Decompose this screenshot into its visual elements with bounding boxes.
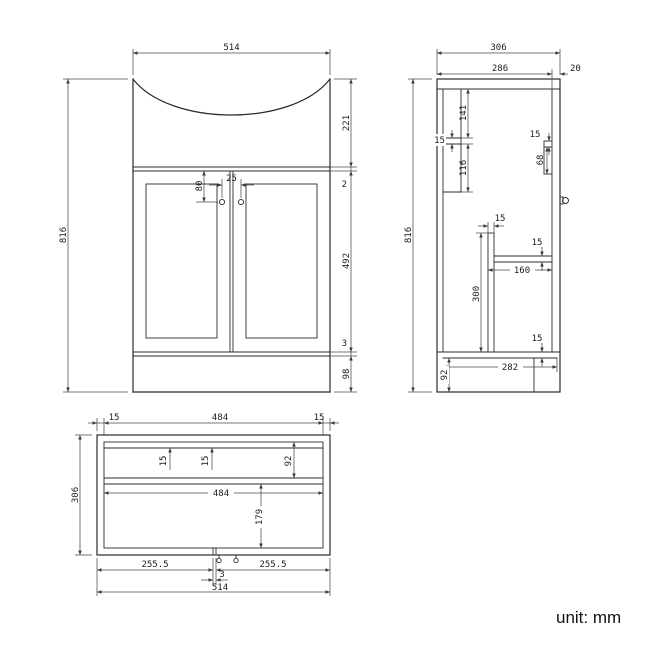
handle-spacing-label: 25 xyxy=(226,174,237,184)
unit-note: unit: mm xyxy=(556,608,621,627)
basin-height-label: 221 xyxy=(342,115,352,131)
back-rail-height-label: 116 xyxy=(459,160,469,176)
knob-plan-left-icon xyxy=(216,557,222,564)
front-view-dimensions xyxy=(63,49,357,393)
side-view-outline xyxy=(436,78,569,393)
counter-gap-label: 2 xyxy=(342,180,347,190)
basin-curve xyxy=(132,78,331,116)
door-panel-left xyxy=(145,183,218,339)
plan-depth-label: 306 xyxy=(71,487,81,503)
side-plinth-height-label: 92 xyxy=(440,370,450,381)
handle-drop-label: 80 xyxy=(195,181,205,192)
plan-wall-right-label: 15 xyxy=(314,413,325,423)
side-depth-label: 306 xyxy=(490,43,506,53)
plan-rail-b-label: 15 xyxy=(201,456,211,467)
divider-thickness-label: 15 xyxy=(495,214,506,224)
plan-inner-width2-label: 484 xyxy=(213,489,229,499)
side-inner-depth-label: 286 xyxy=(492,64,508,74)
side-view: 306 286 20 816 141 15 116 15 68 15 300 1… xyxy=(404,43,581,393)
bottom-gap-label: 3 xyxy=(342,339,347,349)
door-left-width-label: 255.5 xyxy=(141,560,168,570)
knob-stem-icon xyxy=(559,196,564,205)
shelf-thickness-label: 15 xyxy=(532,238,543,248)
side-height-label: 816 xyxy=(404,227,414,243)
front-view-outline xyxy=(132,78,331,393)
side-view-labels: 306 286 20 816 141 15 116 15 68 15 300 1… xyxy=(404,43,581,384)
front-view: 514 816 221 2 492 3 98 80 25 xyxy=(59,43,357,393)
side-view-dimensions xyxy=(408,49,568,393)
door-gap-label: 3 xyxy=(219,570,224,580)
shelf-depth-label: 160 xyxy=(514,266,530,276)
plan-wall-left-label: 15 xyxy=(109,413,120,423)
knob-right-icon xyxy=(237,198,245,206)
plinth-height-label: 98 xyxy=(342,369,352,380)
front-width-label: 514 xyxy=(223,43,239,53)
bottom-depth-label: 282 xyxy=(502,363,518,373)
plan-view: 15 484 15 306 15 15 92 484 179 255.5 255… xyxy=(71,413,339,596)
plan-inner-depth-label: 179 xyxy=(255,509,265,525)
back-rail-thickness-label: 15 xyxy=(434,136,445,146)
plan-view-dimensions xyxy=(75,418,339,596)
door-height-label: 492 xyxy=(342,253,352,269)
plan-view-outline xyxy=(96,434,331,564)
door-thickness-label: 20 xyxy=(570,64,581,74)
plan-width-label: 514 xyxy=(212,583,228,593)
plan-back-depth-label: 92 xyxy=(284,456,294,467)
back-rail-drop-label: 141 xyxy=(459,105,469,121)
front-rail-height-label: 68 xyxy=(536,155,546,166)
door-panel-right xyxy=(245,183,318,339)
plan-view-labels: 15 484 15 306 15 15 92 484 179 255.5 255… xyxy=(71,413,324,593)
bottom-thickness-label: 15 xyxy=(532,334,543,344)
front-height-label: 816 xyxy=(59,227,69,243)
knob-side-icon xyxy=(562,197,569,204)
plan-inner-width-label: 484 xyxy=(212,413,228,423)
door-right-width-label: 255.5 xyxy=(259,560,286,570)
front-rail-thickness-label: 15 xyxy=(530,130,541,140)
knob-left-icon xyxy=(218,198,226,206)
front-view-labels: 514 816 221 2 492 3 98 80 25 xyxy=(59,43,352,379)
knob-plan-right-icon xyxy=(233,557,239,564)
plan-rail-a-label: 15 xyxy=(159,456,169,467)
divider-height-label: 300 xyxy=(472,286,482,302)
